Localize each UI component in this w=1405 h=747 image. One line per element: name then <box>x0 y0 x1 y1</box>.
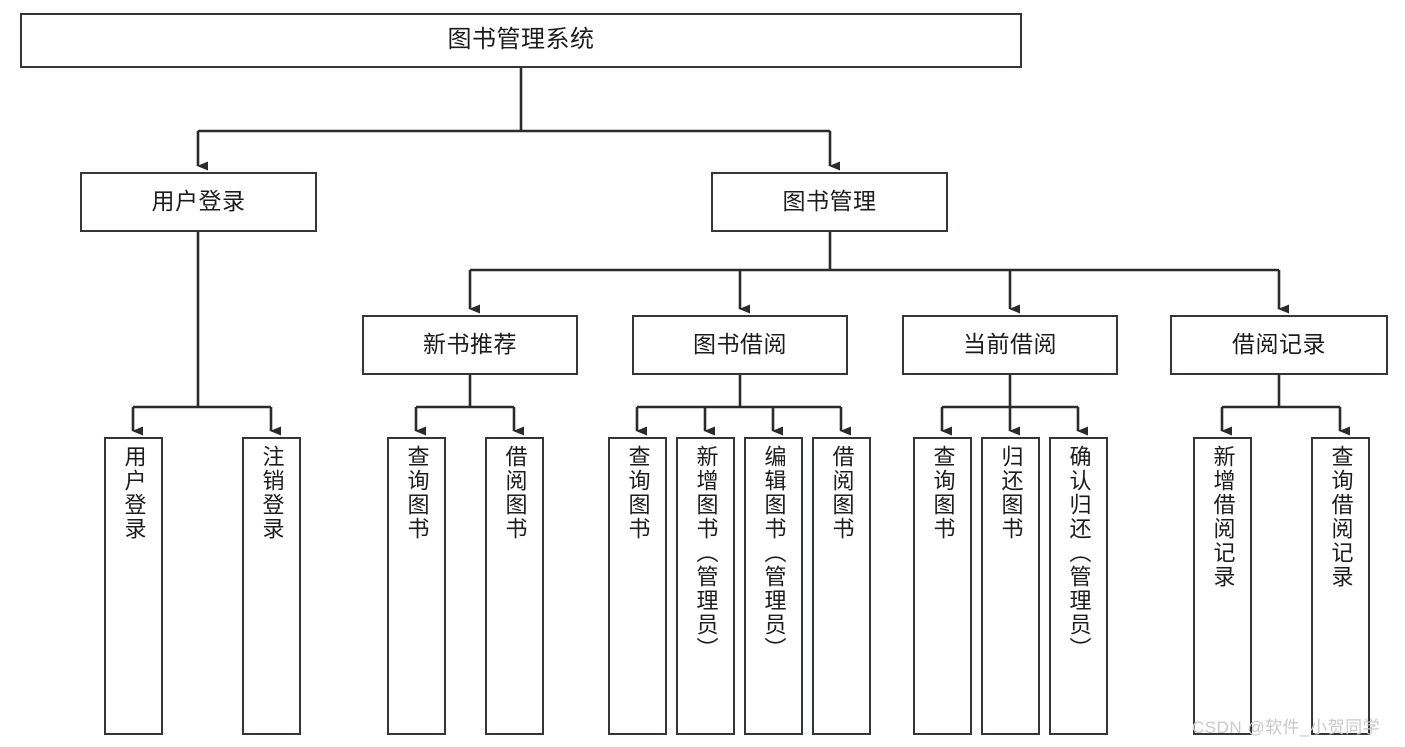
node-root-book-management-system[interactable]: 图书管理系统 <box>20 13 1022 68</box>
node-label: 归还图书 <box>998 445 1024 541</box>
node-new-book-recommendation[interactable]: 新书推荐 <box>362 315 578 375</box>
node-label: 查询图书 <box>404 445 430 541</box>
node-label: 图书管理系统 <box>447 26 595 54</box>
node-label: 确认归还（管理员） <box>1066 445 1092 661</box>
node-label: 借阅图书 <box>502 445 528 541</box>
leaf-confirm-return-admin[interactable]: 确认归还（管理员） <box>1049 437 1108 735</box>
node-label: 查询图书 <box>930 445 956 541</box>
node-label: 编辑图书（管理员） <box>761 445 787 661</box>
node-label: 图书管理 <box>782 188 877 215</box>
leaf-query-book-newbook[interactable]: 查询图书 <box>387 437 446 735</box>
watermark-csdn: CSDN @软件_小贺同学 <box>1192 718 1381 737</box>
node-label: 新书推荐 <box>423 331 517 358</box>
node-current-borrow[interactable]: 当前借阅 <box>902 315 1118 375</box>
node-label: 当前借阅 <box>963 331 1057 358</box>
node-label: 借阅记录 <box>1232 331 1326 358</box>
leaf-query-borrow-record[interactable]: 查询借阅记录 <box>1311 437 1370 735</box>
leaf-query-book-current[interactable]: 查询图书 <box>913 437 972 735</box>
node-user-login[interactable]: 用户登录 <box>80 172 317 232</box>
node-label: 注销登录 <box>259 445 285 541</box>
leaf-logout[interactable]: 注销登录 <box>242 437 301 735</box>
node-label: 新增图书（管理员） <box>693 445 719 661</box>
node-borrow-record[interactable]: 借阅记录 <box>1170 315 1388 375</box>
leaf-return-book[interactable]: 归还图书 <box>981 437 1040 735</box>
node-book-borrow[interactable]: 图书借阅 <box>632 315 848 375</box>
node-label: 查询借阅记录 <box>1328 445 1354 589</box>
node-book-management[interactable]: 图书管理 <box>711 172 948 232</box>
node-label: 借阅图书 <box>829 445 855 541</box>
node-label: 用户登录 <box>121 445 147 541</box>
node-label: 图书借阅 <box>693 331 787 358</box>
leaf-query-book-borrow[interactable]: 查询图书 <box>608 437 667 735</box>
leaf-edit-book-admin[interactable]: 编辑图书（管理员） <box>744 437 803 735</box>
node-label: 查询图书 <box>625 445 651 541</box>
node-label: 新增借阅记录 <box>1210 445 1236 589</box>
leaf-add-borrow-record[interactable]: 新增借阅记录 <box>1193 437 1252 735</box>
leaf-borrow-book[interactable]: 借阅图书 <box>812 437 871 735</box>
leaf-borrow-book-newbook[interactable]: 借阅图书 <box>485 437 544 735</box>
leaf-user-login[interactable]: 用户登录 <box>104 437 163 735</box>
node-label: 用户登录 <box>151 188 246 215</box>
leaf-add-book-admin[interactable]: 新增图书（管理员） <box>676 437 735 735</box>
